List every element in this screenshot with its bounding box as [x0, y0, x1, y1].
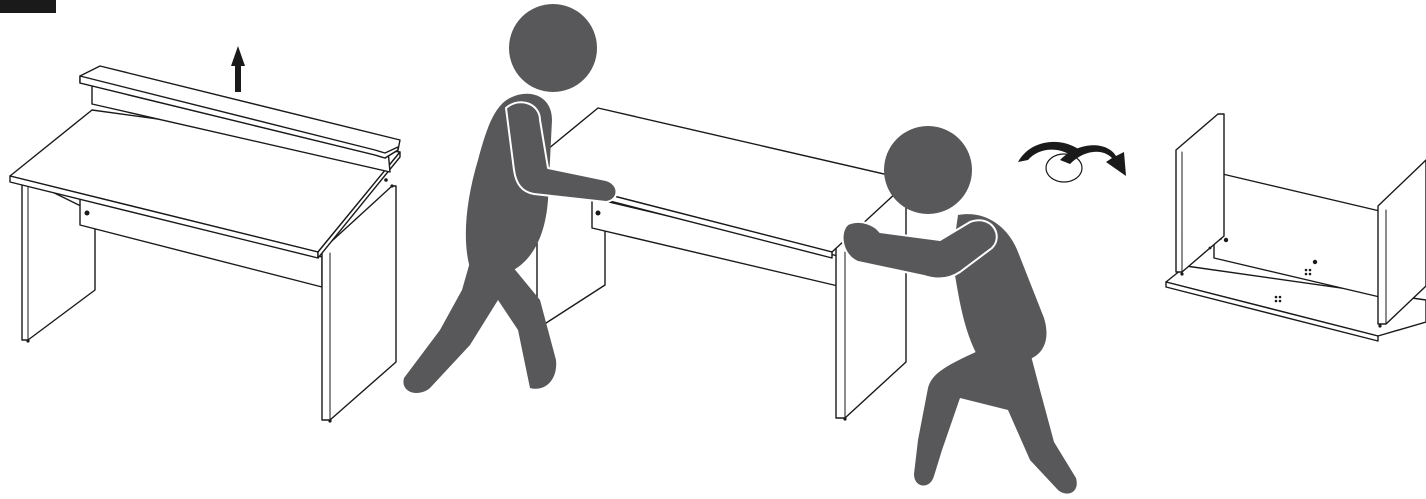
person-left-legs [403, 262, 556, 393]
step3-flipped-desk [1166, 114, 1426, 341]
person-left-figure [403, 4, 616, 393]
person-left-head [509, 4, 597, 92]
cam-hole [85, 211, 90, 216]
lift-up-arrow-icon [231, 46, 245, 92]
person-right-head [884, 126, 972, 214]
person-right-legs [914, 350, 1077, 494]
step2-desk [520, 108, 910, 421]
flip-rotate-icon [1018, 142, 1126, 182]
corner-tab [0, 0, 56, 13]
cam-hole [596, 211, 601, 216]
